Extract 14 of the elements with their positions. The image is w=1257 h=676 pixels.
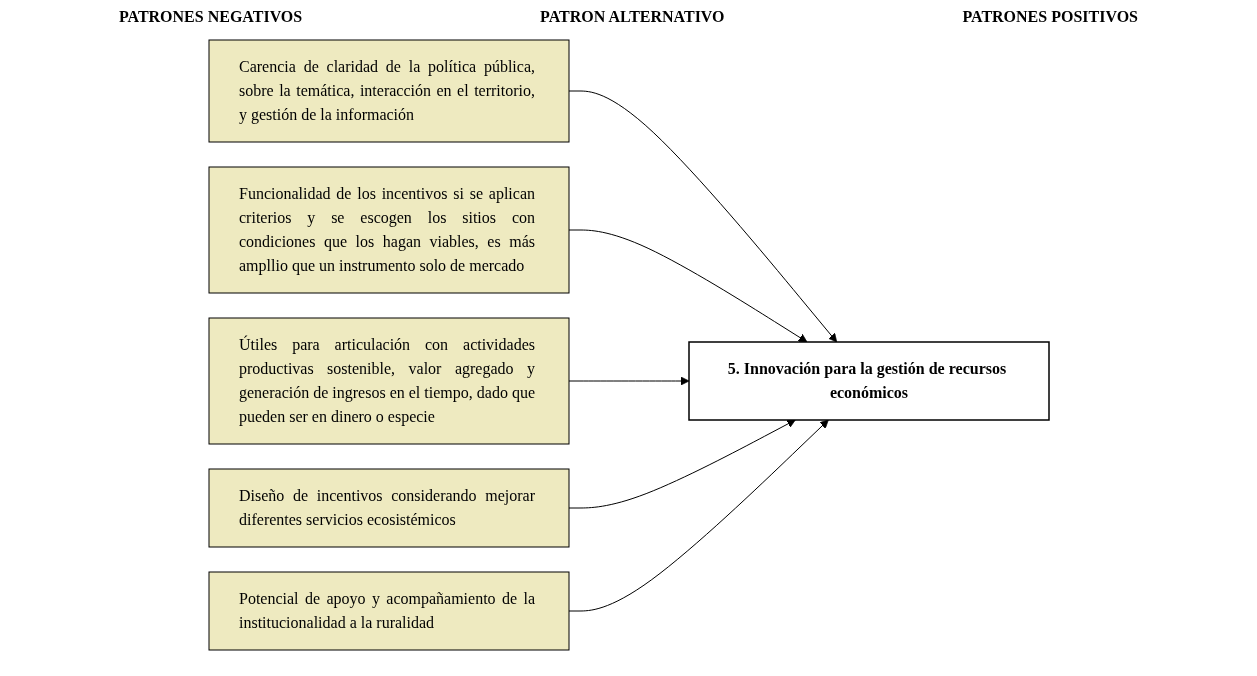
node-box: Carencia de claridad de la política pública, sobre la temática, interacción en el territorio, y gestión de la información (208, 39, 569, 143)
node-box: Potencial de apoyo y acompañamiento de la institucionalidad a la ruralidad (208, 571, 569, 651)
arrow (568, 419, 829, 612)
column-heading: PATRONES POSITIVOS (962, 8, 1138, 26)
arrow (568, 376, 689, 386)
node-box: Útiles para articulación con actividades productivas sostenible, valor agregado y generación de ingresos en el tiempo, dado que pueden ser en dinero o especie (208, 317, 569, 445)
node-box: Diseño de incentivos considerando mejorar diferentes servicios ecosistémicos (208, 468, 569, 548)
arrow (568, 419, 796, 509)
arrow (568, 229, 807, 343)
column-heading: PATRON ALTERNATIVO (540, 8, 725, 26)
column-heading: PATRONES NEGATIVOS (118, 8, 303, 26)
node-box: Funcionalidad de los incentivos si se aplican criterios y se escogen los sitios con condiciones que los hagan viables, es más ampllio que un instrumento solo de mercado (208, 166, 569, 294)
node-box: 5. Innovación para la gestión de recursos económicos (687, 341, 1050, 421)
arrow (568, 90, 837, 343)
